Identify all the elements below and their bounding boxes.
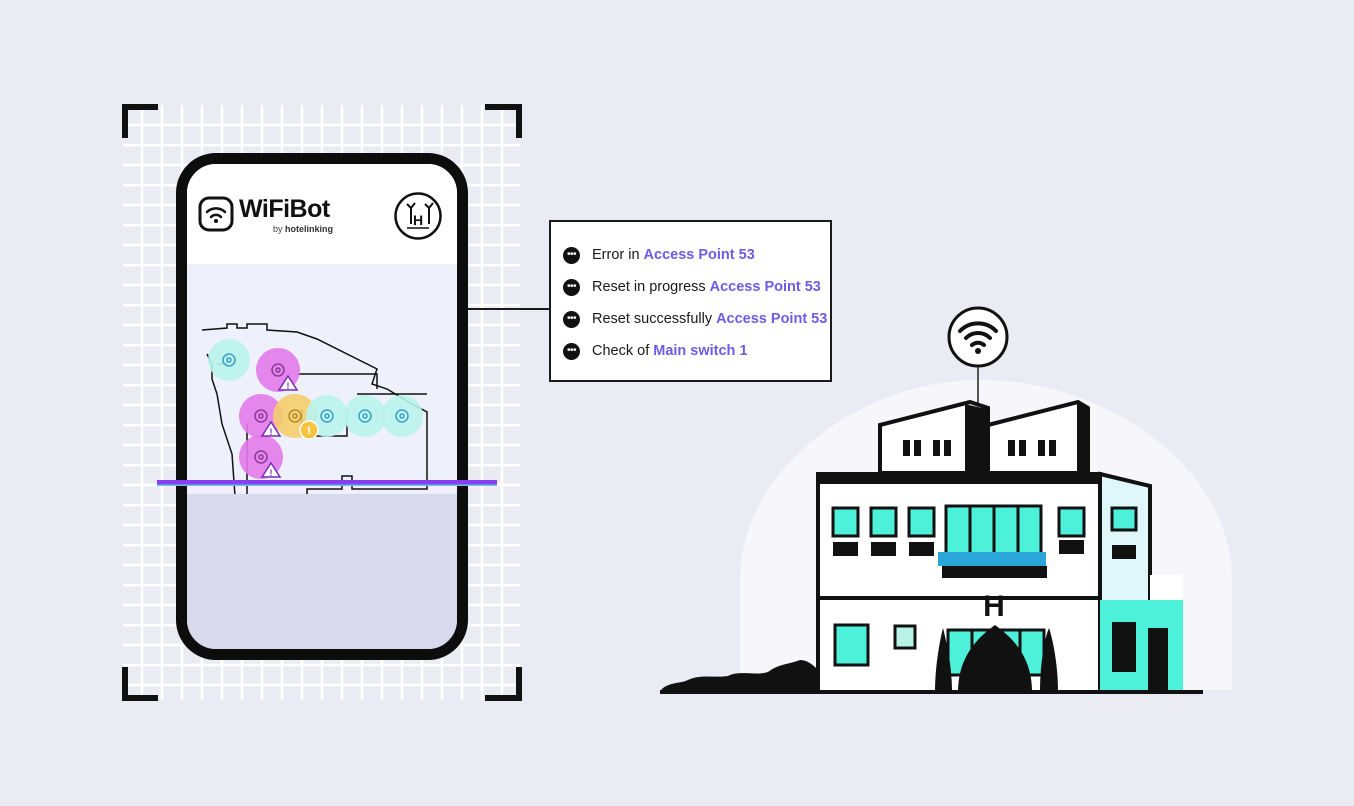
event-log-panel: ••• Error in Access Point 53 ••• Reset i… bbox=[549, 220, 832, 382]
brand-byline: by hotelinking bbox=[273, 224, 333, 234]
hotel-palm-logo-icon[interactable]: H bbox=[393, 191, 443, 241]
app-header: WiFiBot by hotelinking H bbox=[187, 164, 457, 264]
log-item[interactable]: ••• Reset in progress Access Point 53 bbox=[563, 277, 821, 297]
log-item[interactable]: ••• Error in Access Point 53 bbox=[563, 245, 755, 265]
log-text: Error in bbox=[592, 247, 640, 263]
log-item[interactable]: ••• Reset successfully Access Point 53 bbox=[563, 309, 827, 329]
phone-device: WiFiBot by hotelinking H bbox=[176, 153, 468, 660]
more-options-icon[interactable]: ••• bbox=[563, 278, 580, 296]
log-target-link[interactable]: Main switch 1 bbox=[653, 343, 748, 359]
hotel-building bbox=[660, 365, 1232, 694]
log-item[interactable]: ••• Check of Main switch 1 bbox=[563, 341, 748, 361]
scan-line bbox=[157, 480, 497, 486]
brand-name: WiFiBot bbox=[239, 195, 330, 223]
hotel-logo-letter: H bbox=[413, 212, 423, 228]
scan-frame-corners bbox=[122, 104, 522, 701]
svg-text:!: ! bbox=[287, 381, 290, 391]
log-target-link[interactable]: Access Point 53 bbox=[716, 311, 828, 327]
log-text: Check of bbox=[592, 343, 650, 359]
more-options-icon[interactable]: ••• bbox=[563, 246, 580, 264]
brand-by-prefix: by bbox=[273, 224, 283, 234]
svg-text:!: ! bbox=[270, 427, 273, 437]
svg-text:!: ! bbox=[270, 468, 273, 478]
log-target-link[interactable]: Access Point 53 bbox=[643, 247, 755, 263]
more-options-icon[interactable]: ••• bbox=[563, 310, 580, 328]
wifibot-logo-icon bbox=[198, 196, 234, 232]
log-text: Reset successfully bbox=[592, 311, 713, 327]
more-options-icon[interactable]: ••• bbox=[563, 342, 580, 360]
log-text: Reset in progress bbox=[592, 279, 706, 295]
access-point-markers: !!! ! bbox=[208, 339, 423, 479]
wifi-antenna-icon bbox=[947, 306, 1009, 368]
log-target-link[interactable]: Access Point 53 bbox=[709, 279, 821, 295]
svg-text:!: ! bbox=[307, 425, 311, 437]
building-sign: H bbox=[983, 590, 1005, 623]
brand-company: hotelinking bbox=[285, 224, 334, 234]
phone-bottom-panel bbox=[187, 494, 457, 649]
